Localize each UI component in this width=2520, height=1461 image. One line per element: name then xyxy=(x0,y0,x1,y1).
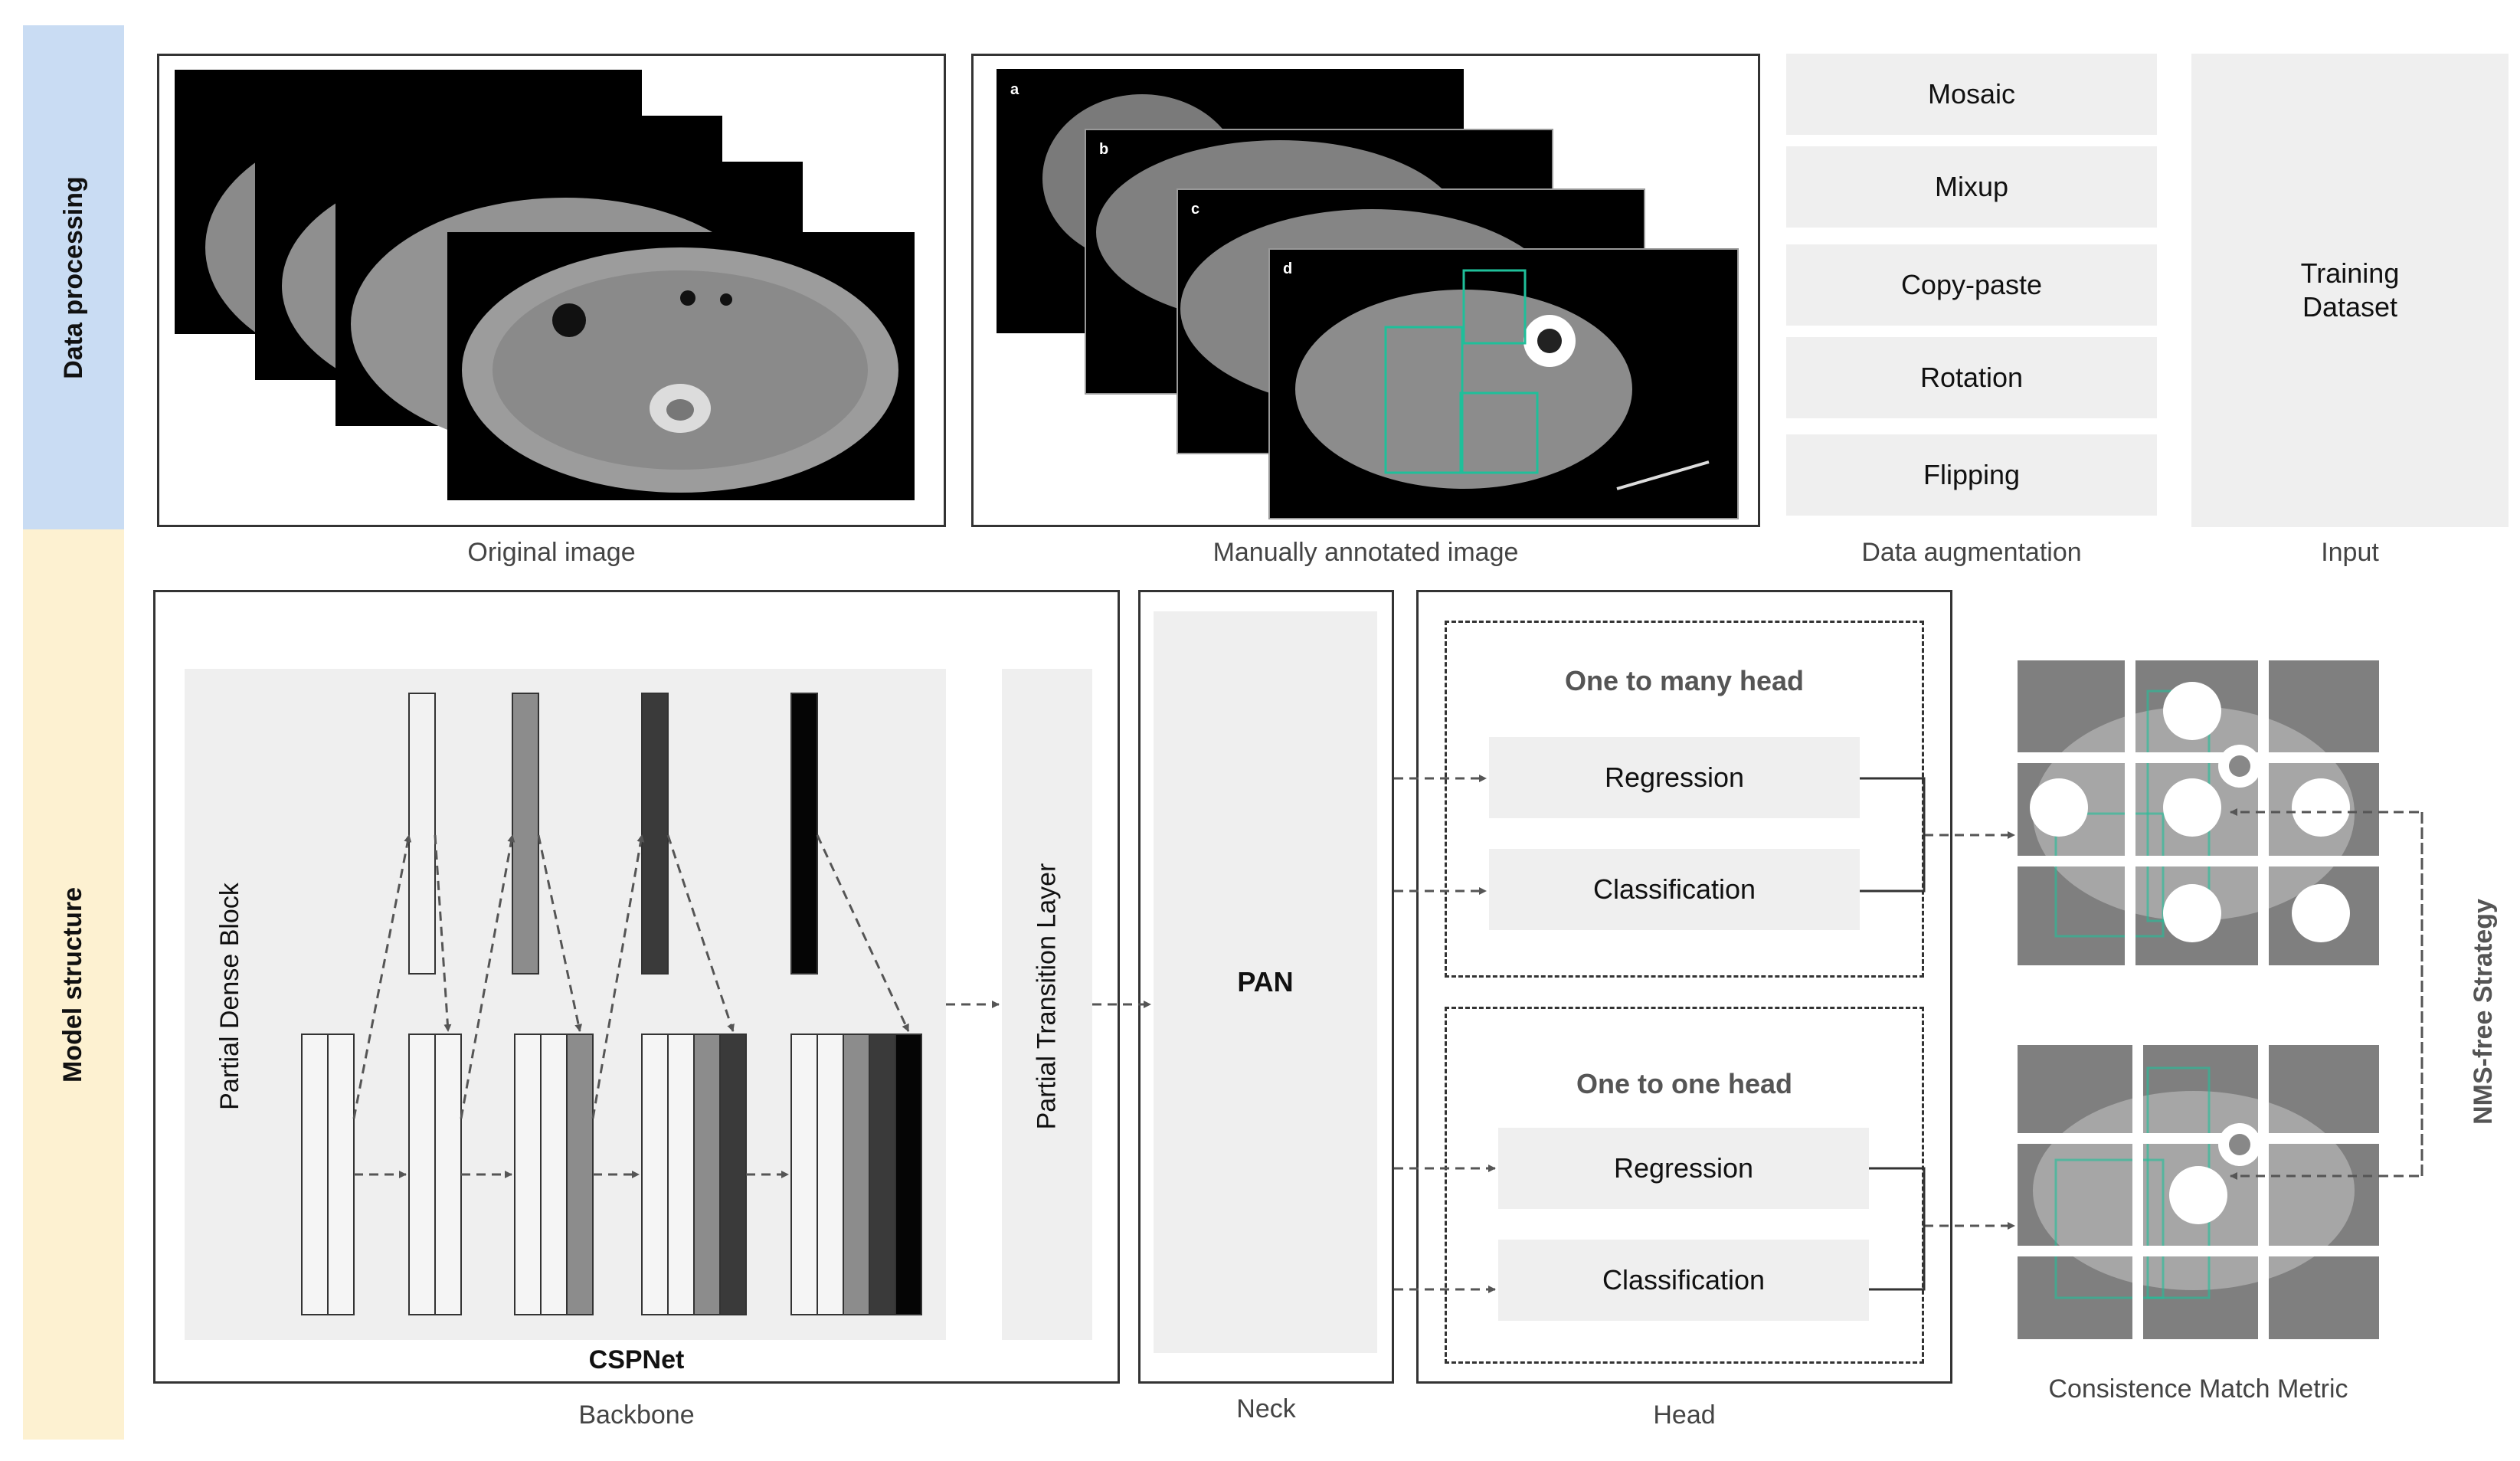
nms-free-strategy-box: NMS-free Strategy xyxy=(2460,766,2506,1256)
augmentation-mixup: Mixup xyxy=(1786,146,2157,228)
one-to-many-title: One to many head xyxy=(1564,665,1805,696)
training-dataset-label: Training Dataset xyxy=(2300,257,2400,323)
panel-letter-d: d xyxy=(1283,260,1292,277)
ct-stack-annotated: a b c d xyxy=(997,69,1739,519)
augmentation-caption: Data augmentation xyxy=(1861,538,2082,567)
neck-caption: Neck xyxy=(1236,1394,1296,1423)
metric-image-many xyxy=(2018,660,2379,965)
data-processing-bar: Data processing xyxy=(23,25,124,529)
regression-box-many: Regression xyxy=(1489,737,1860,818)
transition-layer-area xyxy=(1002,669,1092,1340)
data-processing-label: Data processing xyxy=(58,175,88,379)
input-caption: Input xyxy=(2321,538,2379,567)
metric-caption: Consistence Match Metric xyxy=(2048,1374,2348,1404)
head-caption: Head xyxy=(1653,1400,1716,1430)
original-image-caption: Original image xyxy=(467,538,636,567)
partial-dense-block-box: Partial Dense Block xyxy=(207,843,253,1149)
pan-box: PAN xyxy=(1154,611,1377,1353)
original-image-panel xyxy=(157,54,946,527)
augmentation-copy-paste: Copy-paste xyxy=(1786,244,2157,326)
partial-transition-layer-label: Partial Transition Layer xyxy=(1032,863,1062,1129)
training-dataset-box: Training Dataset xyxy=(2191,54,2509,527)
ct-stack-original xyxy=(175,70,915,500)
annotated-image-panel: a b c d xyxy=(971,54,1760,527)
panel-letter-b: b xyxy=(1099,141,1108,158)
panel-letter-a: a xyxy=(1010,81,1019,98)
partial-transition-layer-box: Partial Transition Layer xyxy=(1024,843,1070,1149)
classification-box-one: Classification xyxy=(1498,1240,1869,1321)
augmentation-rotation: Rotation xyxy=(1786,337,2157,418)
classification-box-many: Classification xyxy=(1489,849,1860,930)
cspnet-label: CSPNet xyxy=(588,1345,685,1374)
neck-panel xyxy=(1138,590,1394,1384)
regression-box-one: Regression xyxy=(1498,1128,1869,1209)
partial-dense-block-label: Partial Dense Block xyxy=(214,882,244,1110)
one-to-one-title: One to one head xyxy=(1576,1068,1793,1099)
head-panel xyxy=(1416,590,1952,1384)
backbone-caption: Backbone xyxy=(578,1400,695,1430)
model-structure-bar: Model structure xyxy=(23,529,124,1440)
nms-free-strategy-label: NMS-free Strategy xyxy=(2468,898,2498,1125)
panel-letter-c: c xyxy=(1191,201,1199,218)
model-structure-label: Model structure xyxy=(58,886,88,1083)
pan-label: PAN xyxy=(1237,966,1294,997)
metric-image-one xyxy=(2018,1045,2379,1339)
augmentation-flipping: Flipping xyxy=(1786,434,2157,516)
csp-grey-area xyxy=(185,669,946,1340)
annotated-image-caption: Manually annotated image xyxy=(1213,538,1519,567)
augmentation-mosaic: Mosaic xyxy=(1786,54,2157,135)
backbone-panel xyxy=(153,590,1120,1384)
